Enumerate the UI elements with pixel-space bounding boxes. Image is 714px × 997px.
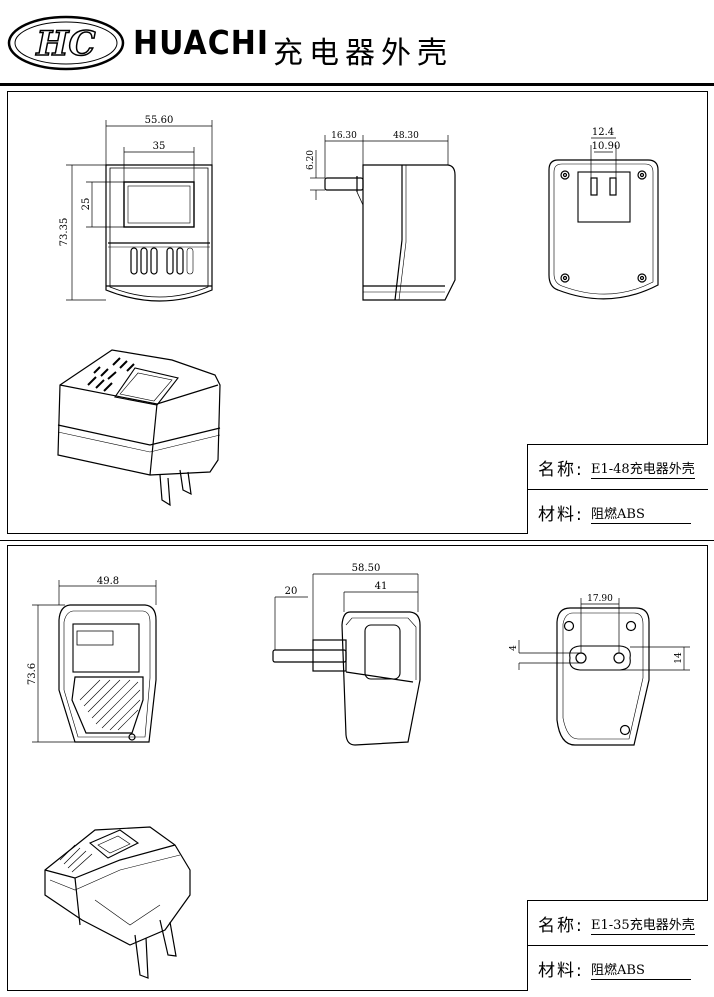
dim-front-width: 55.60 bbox=[145, 115, 174, 126]
dim2-back-pin-offset: 14 bbox=[674, 652, 684, 664]
isometric-view-e1-35 bbox=[44, 826, 191, 979]
title-block-name-row: 名称: E1-35充电器外壳 bbox=[528, 901, 708, 946]
dim2-front-height: 73.6 bbox=[27, 663, 38, 685]
title-block-e1-48: 名称: E1-48充电器外壳 材料: 阻燃ABS bbox=[527, 444, 708, 534]
side-view-e1-48 bbox=[324, 164, 456, 301]
dim2-side-body-depth: 41 bbox=[375, 581, 388, 592]
material-key: 材料: bbox=[538, 961, 584, 981]
title-block-material-row: 材料: 阻燃ABS bbox=[528, 946, 708, 990]
material-value: 阻燃ABS bbox=[591, 959, 691, 980]
material-value: 阻燃ABS bbox=[591, 503, 691, 524]
dim2-back-pin-diameter: 4 bbox=[509, 645, 519, 651]
isometric-view-e1-48 bbox=[57, 349, 221, 507]
dim-front-window-width: 35 bbox=[153, 141, 166, 152]
dim-side-pin-length: 16.30 bbox=[331, 131, 357, 141]
dim-side-body-depth: 48.30 bbox=[393, 131, 419, 141]
back-view-e1-48 bbox=[548, 159, 659, 300]
title-block-material-row: 材料: 阻燃ABS bbox=[528, 490, 708, 534]
page-title: 充电器外壳 bbox=[273, 36, 453, 71]
dim2-back-pin-spacing: 17.90 bbox=[587, 594, 613, 604]
dim2-side-pin-length: 20 bbox=[285, 586, 298, 597]
material-key: 材料: bbox=[538, 505, 584, 525]
dim2-side-total-depth: 58.50 bbox=[352, 563, 381, 574]
dim-side-pin-diameter: 6.20 bbox=[306, 150, 316, 170]
dim2-front-width: 49.8 bbox=[97, 576, 119, 587]
front-view-e1-35 bbox=[58, 604, 157, 743]
side-view-e1-35 bbox=[272, 611, 421, 746]
dim-front-height: 73.35 bbox=[59, 218, 70, 247]
name-key: 名称: bbox=[538, 916, 584, 936]
dim-back-spacing-outer: 12.4 bbox=[592, 127, 614, 138]
header-rule bbox=[0, 83, 714, 86]
drawing-panel-e1-48 bbox=[7, 91, 708, 534]
dim-front-window-height: 25 bbox=[81, 198, 92, 211]
drawing-panel-e1-35 bbox=[7, 545, 708, 991]
brand-name: HUACHI bbox=[133, 24, 270, 63]
title-block-e1-35: 名称: E1-35充电器外壳 材料: 阻燃ABS bbox=[527, 900, 708, 991]
page-header: HC HUACHI 充电器外壳 bbox=[0, 0, 714, 90]
name-key: 名称: bbox=[538, 460, 584, 480]
logo-text: HC bbox=[35, 24, 95, 64]
front-view-e1-48 bbox=[105, 164, 213, 302]
panel-separator bbox=[0, 540, 714, 541]
back-view-e1-35 bbox=[556, 607, 650, 746]
hc-logo: HC bbox=[7, 15, 125, 71]
name-value: E1-48充电器外壳 bbox=[591, 458, 695, 479]
title-block-name-row: 名称: E1-48充电器外壳 bbox=[528, 445, 708, 490]
dim-back-spacing-inner: 10.90 bbox=[592, 141, 621, 152]
name-value: E1-35充电器外壳 bbox=[591, 914, 695, 935]
